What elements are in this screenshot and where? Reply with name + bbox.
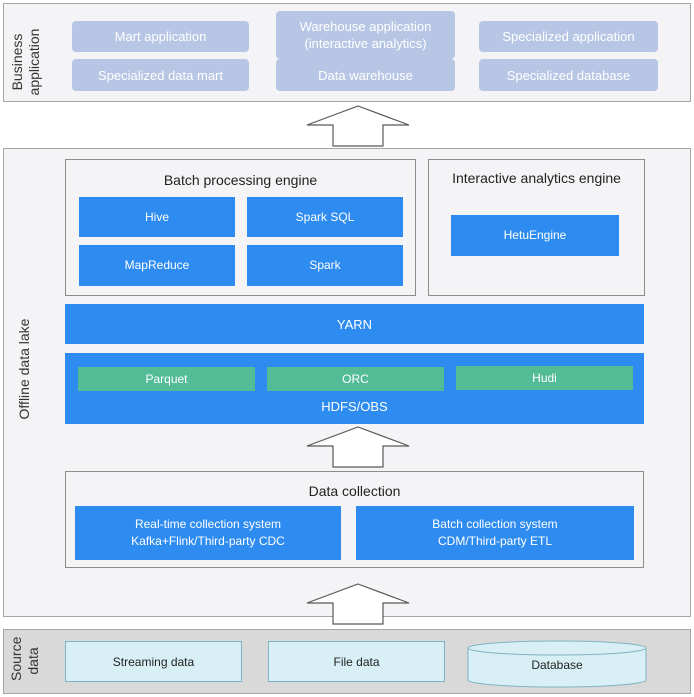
- database-label-wrap: Database: [467, 654, 647, 676]
- hetuengine-label: HetuEngine: [503, 228, 567, 242]
- warehouse-application-label-line1: Warehouse application: [299, 19, 432, 34]
- data-warehouse-box: Data warehouse: [276, 59, 455, 91]
- realtime-collection-box: Real-time collection system Kafka+Flink/…: [75, 506, 341, 560]
- specialized-data-mart-label: Specialized data mart: [97, 67, 223, 83]
- spark-box: Spark: [247, 245, 403, 286]
- spark-sql-label: Spark SQL: [295, 209, 355, 224]
- data-collection-title: Data collection: [308, 483, 401, 499]
- streaming-data-box: Streaming data: [65, 641, 242, 682]
- offline-data-lake-label-text: Offline data lake: [16, 318, 32, 420]
- warehouse-application-label-line2: (interactive analytics): [304, 36, 427, 51]
- hetuengine-box: HetuEngine: [451, 215, 619, 256]
- specialized-application-box: Specialized application: [479, 21, 658, 52]
- yarn-bar: YARN: [65, 304, 644, 344]
- specialized-database-box: Specialized database: [479, 59, 658, 91]
- mapreduce-label: MapReduce: [124, 258, 190, 272]
- parquet-box: Parquet: [78, 367, 255, 391]
- data-warehouse-label: Data warehouse: [318, 67, 413, 83]
- database-label: Database: [531, 658, 583, 672]
- spark-sql-box: Spark SQL: [247, 197, 403, 237]
- mapreduce-box: MapReduce: [79, 245, 235, 286]
- interactive-analytics-engine-title: Interactive analytics engine: [452, 170, 621, 186]
- batch-collection-box: Batch collection system CDM/Third-party …: [356, 506, 634, 560]
- offline-data-lake-label: Offline data lake: [16, 309, 34, 429]
- parquet-label: Parquet: [145, 372, 188, 386]
- hdfs-obs-label: HDFS/OBS: [321, 399, 388, 414]
- mart-application-label: Mart application: [114, 29, 207, 44]
- streaming-data-label: Streaming data: [112, 654, 195, 669]
- source-data-label: Source data: [8, 636, 42, 681]
- orc-label: ORC: [342, 372, 369, 386]
- warehouse-application-box: Warehouse application (interactive analy…: [276, 11, 455, 59]
- hive-box: Hive: [79, 197, 235, 237]
- business-application-label: Business application: [9, 22, 43, 102]
- realtime-collection-line1: Real-time collection system: [134, 517, 282, 531]
- specialized-data-mart-box: Specialized data mart: [72, 59, 249, 91]
- hudi-box: Hudi: [456, 366, 633, 390]
- batch-processing-engine-title: Batch processing engine: [163, 172, 318, 188]
- hudi-label: Hudi: [532, 371, 557, 385]
- orc-box: ORC: [267, 367, 444, 391]
- spark-label: Spark: [309, 258, 341, 272]
- yarn-label: YARN: [336, 316, 373, 332]
- source-data-label-text: Source data: [8, 636, 41, 681]
- up-arrow-to-business: [306, 105, 410, 147]
- file-data-box: File data: [268, 641, 445, 682]
- batch-collection-line1: Batch collection system: [432, 517, 558, 531]
- specialized-application-label: Specialized application: [502, 29, 635, 44]
- mart-application-box: Mart application: [72, 21, 249, 52]
- up-arrow-to-collection: [306, 583, 410, 625]
- up-arrow-to-storage: [306, 426, 410, 468]
- database-cylinder-icon: [467, 640, 647, 688]
- batch-collection-line2: CDM/Third-party ETL: [437, 534, 553, 548]
- realtime-collection-line2: Kafka+Flink/Third-party CDC: [131, 534, 285, 548]
- hive-label: Hive: [144, 209, 169, 224]
- business-application-label-text: Business application: [9, 28, 42, 96]
- file-data-label: File data: [333, 654, 380, 669]
- specialized-database-label: Specialized database: [506, 67, 631, 83]
